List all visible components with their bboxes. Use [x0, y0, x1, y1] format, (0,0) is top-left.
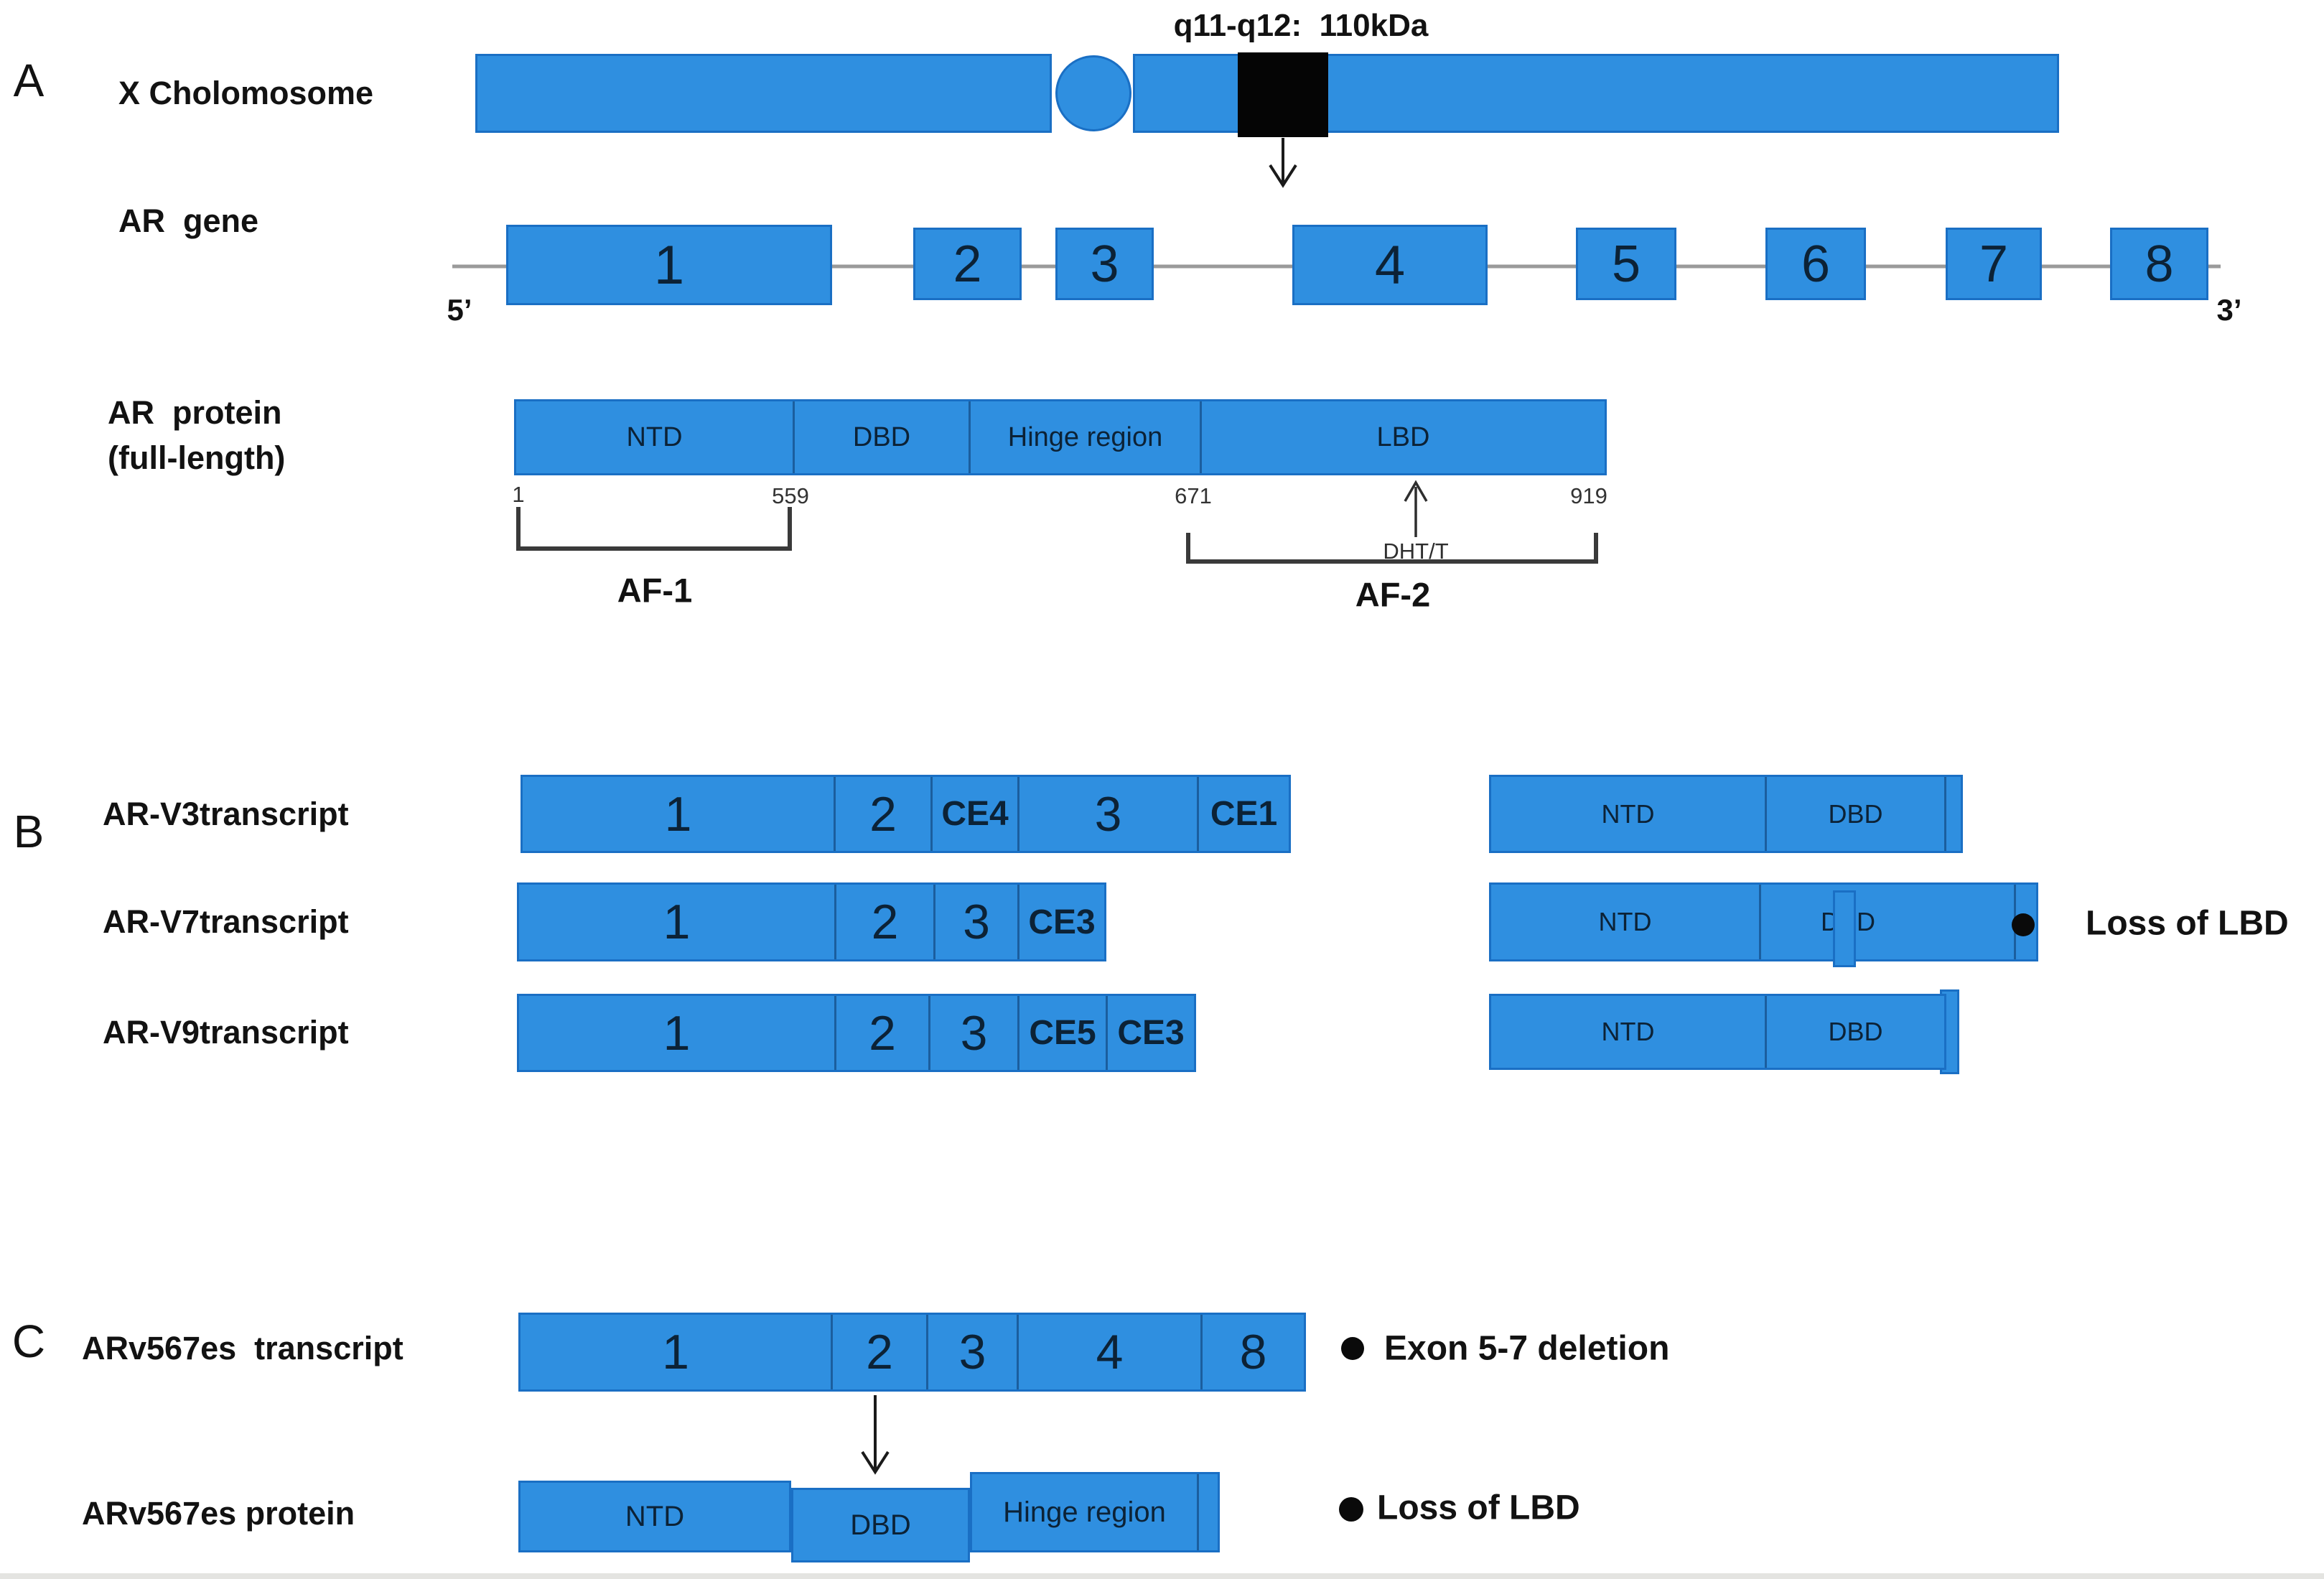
arv7-transcript-label: AR-V7transcript: [103, 903, 349, 940]
arv9-transcript-bar-seg-1: 1: [519, 996, 836, 1070]
af1-label: AF-1: [617, 571, 693, 610]
arv567es-protein-hinge-bar: Hinge region: [970, 1472, 1220, 1552]
arv7-transcript-bar-seg-2: 2: [836, 885, 935, 959]
arv567es-transcript-bar-seg-8: 8: [1239, 1325, 1267, 1379]
ar-protein-bar-seg-LBD: LBD: [1376, 421, 1430, 452]
dht-label: DHT/T: [1383, 539, 1449, 564]
arv3-protein-bar-seg-NTD: NTD: [1491, 777, 1767, 851]
b-loss-of-lbd-label: Loss of LBD: [2086, 904, 2289, 943]
q11-q12-label: q11-q12: 110kDa: [1173, 8, 1429, 43]
residue-559: 559: [772, 483, 809, 508]
c-loss-of-lbd-label: Loss of LBD: [1377, 1489, 1580, 1527]
arv9-transcript-bar-seg-2: 2: [836, 996, 930, 1070]
c-transcript-to-protein-arrow: [861, 1395, 890, 1475]
b-loss-bullet: [2012, 913, 2035, 936]
arv7-transcript-bar-seg-3: 3: [935, 885, 1019, 959]
c-exon-deletion-bullet: [1341, 1337, 1364, 1360]
arv7-protein-bar-seg-NTD: NTD: [1491, 885, 1761, 959]
x-chromosome-label: X Cholomosome: [118, 75, 374, 111]
arv9-transcript-bar-seg-3: 3: [930, 996, 1019, 1070]
arv3-protein-bar-seg-DBD: DBD: [1767, 777, 1946, 851]
arv567es-transcript-bar-seg-2: 2: [833, 1315, 928, 1389]
arv9-transcript-bar-seg-CE5: CE5: [1019, 996, 1108, 1070]
ar-protein-bar-seg-NTD: NTD: [516, 401, 795, 473]
exon-2: 2: [913, 228, 1022, 300]
residue-919: 919: [1570, 483, 1607, 508]
panel-c-letter: C: [11, 1315, 46, 1367]
chromosome-left-arm: [475, 54, 1052, 133]
arv3-protein-bar-seg-blank: [1946, 777, 1961, 851]
c-exon-deletion-label: Exon 5-7 deletion: [1384, 1329, 1670, 1368]
five-prime-label: 5’: [447, 293, 472, 327]
arv567es-transcript-label: ARv567es transcript: [82, 1330, 403, 1366]
arv567es-transcript-bar-seg-3: 3: [928, 1315, 1019, 1389]
panel-a-letter: A: [13, 55, 45, 106]
exon-5: 5: [1576, 228, 1676, 300]
af2-label: AF-2: [1355, 575, 1431, 614]
arv567es-protein-dbd-box: DBD: [791, 1488, 970, 1562]
arv3-transcript-bar-seg-2: 2: [836, 777, 933, 851]
exon-1: 1: [506, 225, 832, 305]
residue-671: 671: [1175, 483, 1212, 508]
page-bottom-rule: [0, 1573, 2324, 1579]
arv7-transcript-bar-seg-CE3: CE3: [1028, 903, 1096, 941]
arv9-protein-bar: NTD DBD: [1489, 994, 1946, 1070]
arv3-transcript-bar-seg-3: 3: [1019, 777, 1199, 851]
ar-protein-bar-seg-DBD: DBD: [795, 401, 971, 473]
arv9-transcript-bar-seg-CE3: CE3: [1117, 1014, 1185, 1052]
exon-4: 4: [1292, 225, 1488, 305]
exon-3: 3: [1055, 228, 1154, 300]
arv3-transcript-label: AR-V3transcript: [103, 796, 349, 832]
chromosome-centromere: [1055, 55, 1131, 131]
ar-protein-label-line1: AR protein: [108, 394, 282, 431]
arv567es-protein-label: ARv567es protein: [82, 1495, 355, 1532]
ar-protein-bar-seg-Hinge region: Hinge region: [971, 401, 1202, 473]
residue-1: 1: [512, 482, 525, 507]
ar-protein-label-line2: (full-length): [108, 439, 286, 476]
arv3-transcript-bar-seg-CE4: CE4: [933, 777, 1019, 851]
arv567es-transcript-bar-seg-1: 1: [521, 1315, 833, 1389]
ar-gene-label: AR gene: [118, 202, 259, 239]
chromosome-band-q11-q12: [1238, 52, 1328, 137]
arv7-protein-bar-seg-DBD: DBD: [1761, 885, 2016, 959]
exon-6: 6: [1765, 228, 1866, 300]
arv567es-protein-hinge-bar-seg-blank: [1199, 1474, 1218, 1550]
dht-arrow: [1404, 480, 1428, 537]
c-loss-bullet: [1339, 1497, 1363, 1522]
arv7-transcript-bar-seg-1: 1: [519, 885, 836, 959]
exon-7: 7: [1946, 228, 2042, 300]
arv9-protein-bar-seg-DBD: DBD: [1828, 1017, 1883, 1046]
arv567es-protein-ntd-box: NTD: [518, 1481, 791, 1552]
arv567es-transcript-bar-seg-4: 4: [1019, 1315, 1203, 1389]
arv567es-protein-hinge-bar-seg-Hinge region: Hinge region: [972, 1474, 1199, 1550]
three-prime-label: 3’: [2216, 293, 2242, 327]
arv3-transcript-bar-seg-CE1: CE1: [1210, 795, 1278, 833]
af1-bracket: [516, 507, 792, 551]
arv7-protein-insert-box: [1833, 890, 1856, 967]
af2-bracket: [1186, 533, 1598, 564]
chromosome-to-gene-arrow: [1269, 138, 1297, 188]
arv3-transcript-bar-seg-1: 1: [523, 777, 836, 851]
exon-8: 8: [2110, 228, 2208, 300]
panel-b-letter: B: [13, 806, 45, 857]
arv9-protein-bar-seg-NTD: NTD: [1491, 996, 1767, 1068]
arv9-transcript-label: AR-V9transcript: [103, 1014, 349, 1051]
